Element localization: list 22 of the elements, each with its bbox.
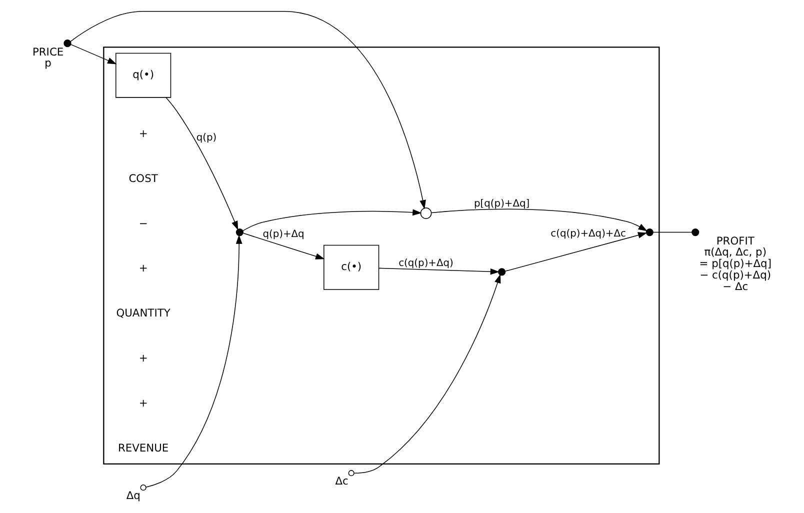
node-label: − c(q(p)+Δq) xyxy=(700,268,772,282)
label: COST xyxy=(128,172,158,185)
node-label: Δc xyxy=(335,474,348,488)
node-label: PRICE xyxy=(32,45,64,58)
node-label: π(Δq, Δc, p) xyxy=(704,246,766,259)
label: − xyxy=(138,216,148,230)
label: + xyxy=(138,396,148,410)
node-label: = p[q(p)+Δq] xyxy=(699,257,772,270)
label: + xyxy=(138,262,148,275)
edge-label: q(p)+Δq xyxy=(262,229,304,240)
label: + xyxy=(138,126,148,140)
label: + xyxy=(138,352,148,365)
node-label: − Δc xyxy=(722,280,748,293)
node-label: PROFIT xyxy=(716,234,754,248)
edge-label: c(q(p)+Δq)+Δc xyxy=(550,228,626,240)
edge-label: q(p) xyxy=(196,132,217,144)
edge-label: p[q(p)+Δq] xyxy=(474,198,530,210)
node-label: Δq xyxy=(126,488,140,502)
node-label: p xyxy=(44,56,52,70)
edge-label: c(q(p)+Δq) xyxy=(398,258,454,270)
label: QUANTITY xyxy=(116,306,170,320)
label: REVENUE xyxy=(118,442,169,455)
